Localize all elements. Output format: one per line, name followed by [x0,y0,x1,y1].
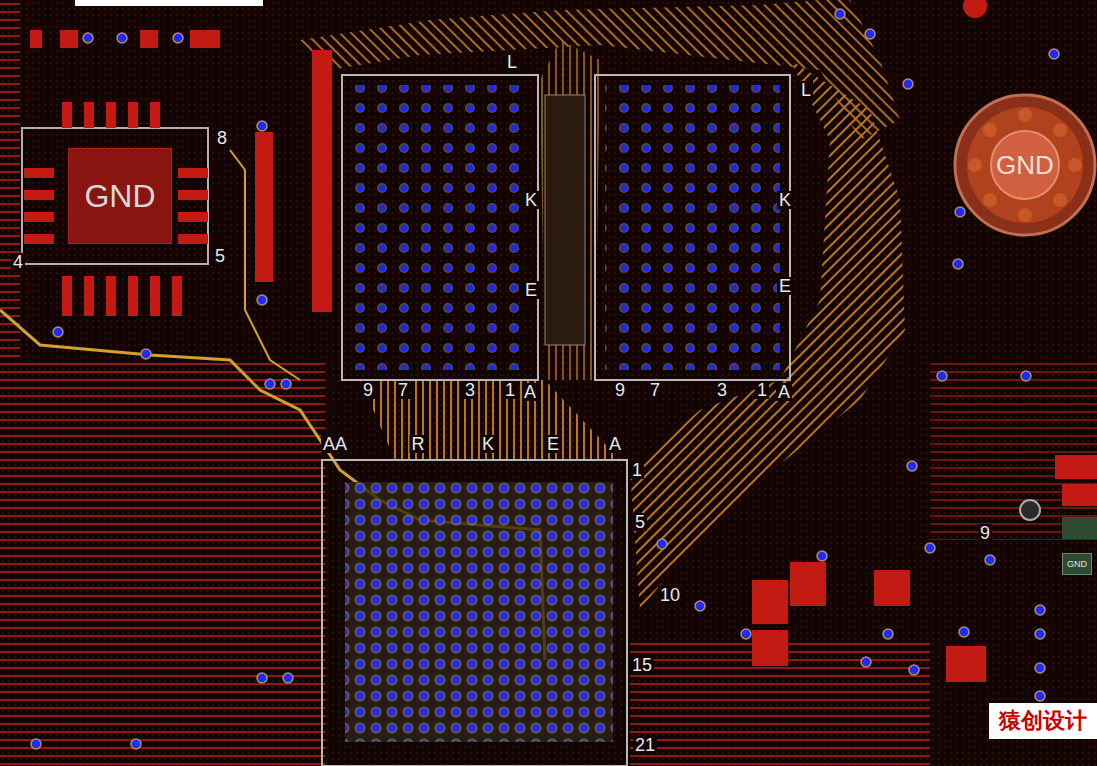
silkscreen-label: E [523,281,539,299]
pad-label: GND [84,180,155,212]
silkscreen-label: K [480,435,496,453]
gnd-mounting-hole: GND [991,131,1059,199]
silkscreen-label: 3 [463,381,477,399]
silkscreen-label: L [799,81,813,99]
silkscreen-label: 1 [630,461,644,479]
pad-label: GND [996,152,1054,178]
silkscreen-label: 8 [215,129,229,147]
gnd-pad-small: GND [1062,553,1092,575]
silkscreen-label: 9 [978,524,992,542]
silkscreen-label: 10 [658,586,682,604]
silkscreen-label: R [410,435,427,453]
silkscreen-label: 9 [361,381,375,399]
gnd-pad: GND [68,148,172,244]
silkscreen-label: K [523,191,539,209]
silkscreen-label: 1 [503,381,517,399]
silkscreen-label: AA [321,435,349,453]
silkscreen-label: E [777,277,793,295]
silkscreen-label: A [522,383,538,401]
silkscreen-label: L [505,53,519,71]
silkscreen-label: A [607,435,623,453]
silkscreen-label: 5 [633,513,647,531]
watermark: 猿创设计 [989,703,1097,739]
silkscreen-label: 21 [633,736,657,754]
silkscreen-label: 15 [630,656,654,674]
silkscreen-label: 3 [715,381,729,399]
silkscreen-label: 7 [396,381,410,399]
silkscreen-label: A [776,383,792,401]
silkscreen-label: K [777,191,793,209]
pad-label: GND [1067,560,1087,569]
silkscreen-label: 7 [648,381,662,399]
silkscreen-label: 4 [11,253,25,271]
silkscreen-label: 1 [755,381,769,399]
silkscreen-label: 5 [213,247,227,265]
silkscreen-label: 9 [613,381,627,399]
silkscreen-label: E [545,435,561,453]
